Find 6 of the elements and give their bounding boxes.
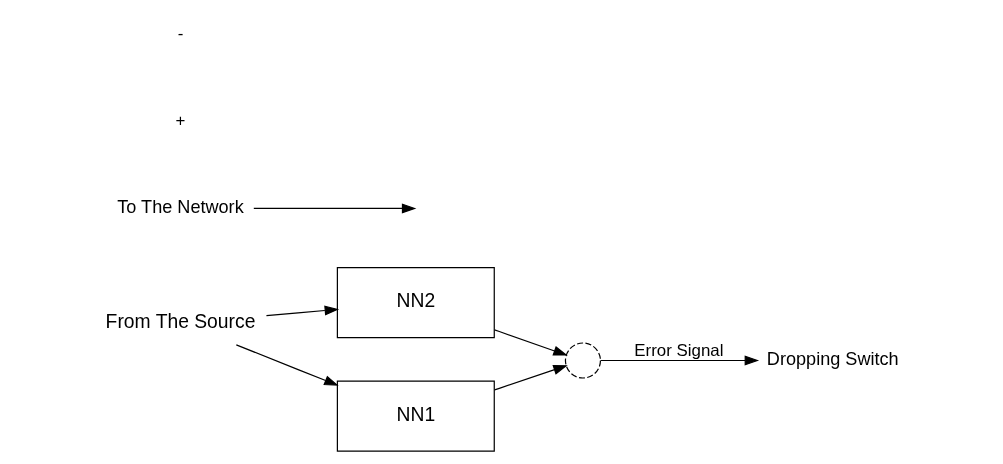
node-text: Dropping Switch (766, 348, 899, 369)
node-text: To The Network (117, 196, 244, 217)
node-text: From The Source (105, 310, 256, 332)
label: - (177, 24, 184, 44)
label: + (175, 111, 186, 131)
edge-label: Error Signal (634, 340, 724, 360)
